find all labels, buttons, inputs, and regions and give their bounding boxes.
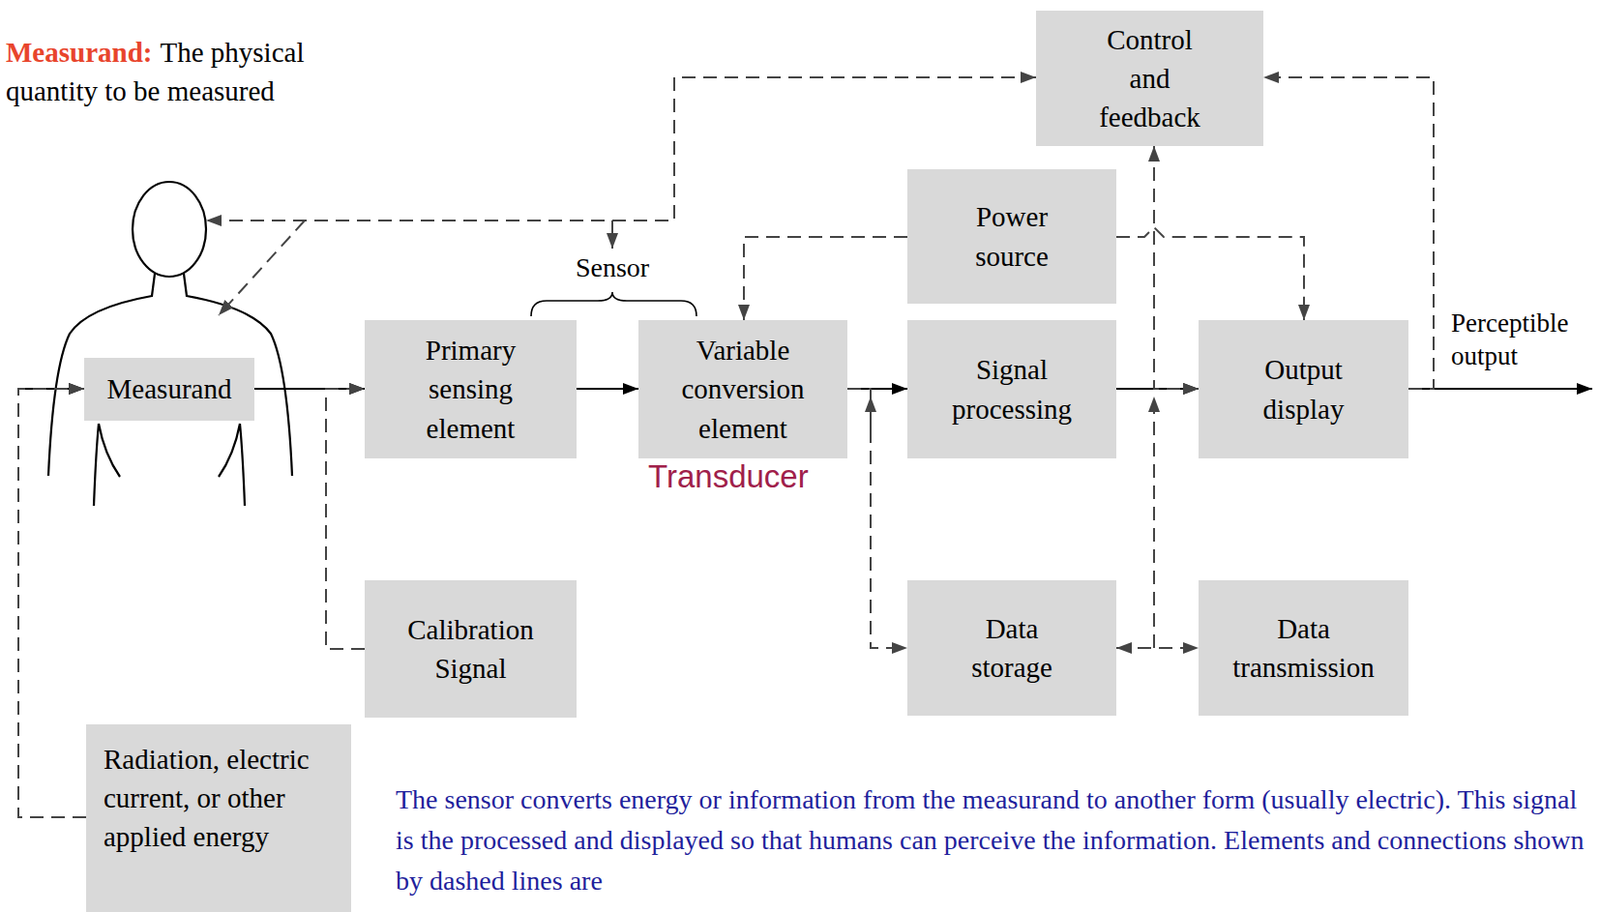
box-label: Measurand <box>107 369 233 409</box>
signal-arrow <box>576 387 639 390</box>
process-box: Output display <box>1198 320 1409 459</box>
optional-connector <box>1154 146 1199 389</box>
box-label: Output display <box>1241 350 1367 428</box>
box-label: Power source <box>951 197 1073 275</box>
transducer-label: Transducer <box>648 456 857 497</box>
process-box: Calibration Signal <box>364 580 577 718</box>
output-arrow <box>1408 387 1593 390</box>
process-box: Radiation, electric current, or other ap… <box>86 724 352 912</box>
process-box: Primary sensing element <box>364 320 577 459</box>
process-box: Data storage <box>907 580 1117 716</box>
definition-note: Measurand:The physical quantity to be me… <box>5 32 393 111</box>
sensor-brace <box>531 292 697 317</box>
process-box: Data transmission <box>1198 580 1409 716</box>
box-label: Radiation, electric current, or other ap… <box>103 740 338 857</box>
process-box: Power source <box>907 169 1117 304</box>
optional-connector <box>743 237 908 321</box>
sensor-feedback-arrow <box>611 220 614 249</box>
output-label: Perceptible output <box>1451 307 1597 374</box>
optional-connector <box>325 388 365 650</box>
storage-riser <box>1153 396 1156 649</box>
box-label: Data storage <box>953 609 1070 687</box>
process-box: Signal processing <box>907 320 1117 459</box>
left-arm <box>93 423 120 506</box>
box-label: Signal processing <box>934 350 1090 428</box>
process-box: Control and feedback <box>1036 10 1264 147</box>
sensor-label: Sensor <box>559 250 666 285</box>
head <box>132 181 207 277</box>
box-label: Calibration Signal <box>388 610 554 688</box>
process-box: Variable conversion element <box>638 320 848 459</box>
optional-connector <box>1116 227 1304 321</box>
measurand-box: Measurand <box>84 357 255 421</box>
optional-connector <box>18 388 87 818</box>
caption: The sensor converts energy or informatio… <box>395 779 1594 902</box>
term-label: Measurand: <box>5 36 152 68</box>
right-arm <box>218 423 245 506</box>
box-label: Data transmission <box>1212 609 1396 687</box>
optional-connector <box>1116 647 1199 650</box>
person-outline <box>48 181 293 506</box>
box-label: Primary sensing element <box>393 330 549 447</box>
feedback-branch <box>218 220 305 316</box>
optional-connector <box>847 388 908 649</box>
input-line <box>18 387 85 390</box>
box-label: Control and feedback <box>1089 20 1211 137</box>
box-label: Variable conversion element <box>658 330 829 447</box>
